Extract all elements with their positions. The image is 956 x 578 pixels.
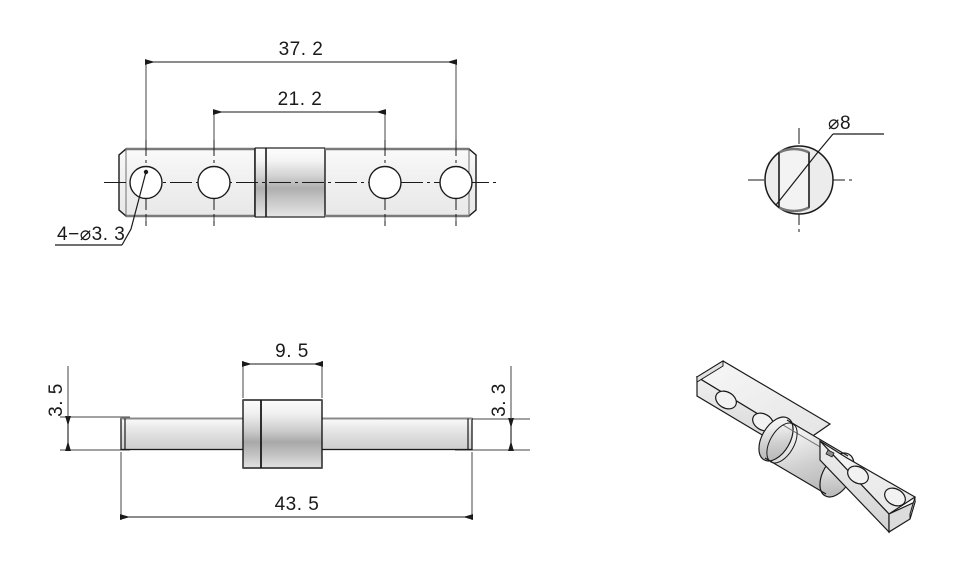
- hole-callout-size: 3. 3: [92, 224, 126, 245]
- dimension-label-21-2: 21. 2: [278, 89, 323, 110]
- front-view-right-bar: [317, 417, 473, 451]
- front-view-center-boss: [242, 399, 323, 469]
- top-view-holes: [129, 165, 473, 200]
- hole-2: [197, 165, 231, 200]
- hole-4: [439, 165, 473, 200]
- dimension-label-37-2: 37. 2: [279, 39, 324, 60]
- hole-1: [129, 165, 163, 200]
- dimension-boss-width: 9. 5: [242, 341, 323, 398]
- iso-hole-4: [884, 487, 906, 507]
- hole-callout-dash: −: [68, 224, 80, 245]
- dimension-label-9-5: 9. 5: [275, 341, 309, 362]
- dimension-label-43-5: 43. 5: [275, 494, 320, 515]
- iso-hole-3: [847, 465, 869, 485]
- iso-right-bar-end-chamfer: [909, 496, 916, 520]
- end-view: ⌀8: [748, 113, 884, 232]
- diameter-symbol-icon: ⌀: [80, 224, 92, 245]
- hole-3: [368, 165, 402, 200]
- front-view: 3. 5 3. 3 9. 5: [46, 341, 530, 520]
- end-view-diameter-leader: ⌀8: [775, 113, 884, 206]
- isometric-view: [695, 360, 917, 534]
- dimension-inner-hole-span: 21. 2: [213, 89, 386, 115]
- dimension-label-3-3: 3. 3: [489, 383, 510, 417]
- iso-left-bar-end-chamfer: [696, 360, 724, 383]
- dimension-label-diameter-8: ⌀8: [828, 113, 851, 134]
- iso-hole-1: [715, 390, 737, 410]
- top-view: 37. 2 21. 2: [55, 39, 497, 246]
- iso-cylinder-notch: [825, 449, 835, 458]
- dimension-bar-thickness-left: 3. 5: [46, 366, 130, 451]
- hole-callout-text: 4−⌀3. 3: [57, 224, 125, 245]
- dimension-overall-length: 43. 5: [120, 452, 473, 520]
- hole-callout-count: 4: [57, 224, 68, 245]
- front-view-left-bar: [120, 417, 248, 451]
- dimension-overall-hole-span: 37. 2: [145, 39, 457, 65]
- hole-callout-leader: 4−⌀3. 3: [55, 169, 149, 246]
- end-view-flat-section: [778, 147, 810, 213]
- svg-text:4−⌀3. 3: 4−⌀3. 3: [57, 224, 125, 245]
- dimension-label-3-5: 3. 5: [46, 383, 67, 417]
